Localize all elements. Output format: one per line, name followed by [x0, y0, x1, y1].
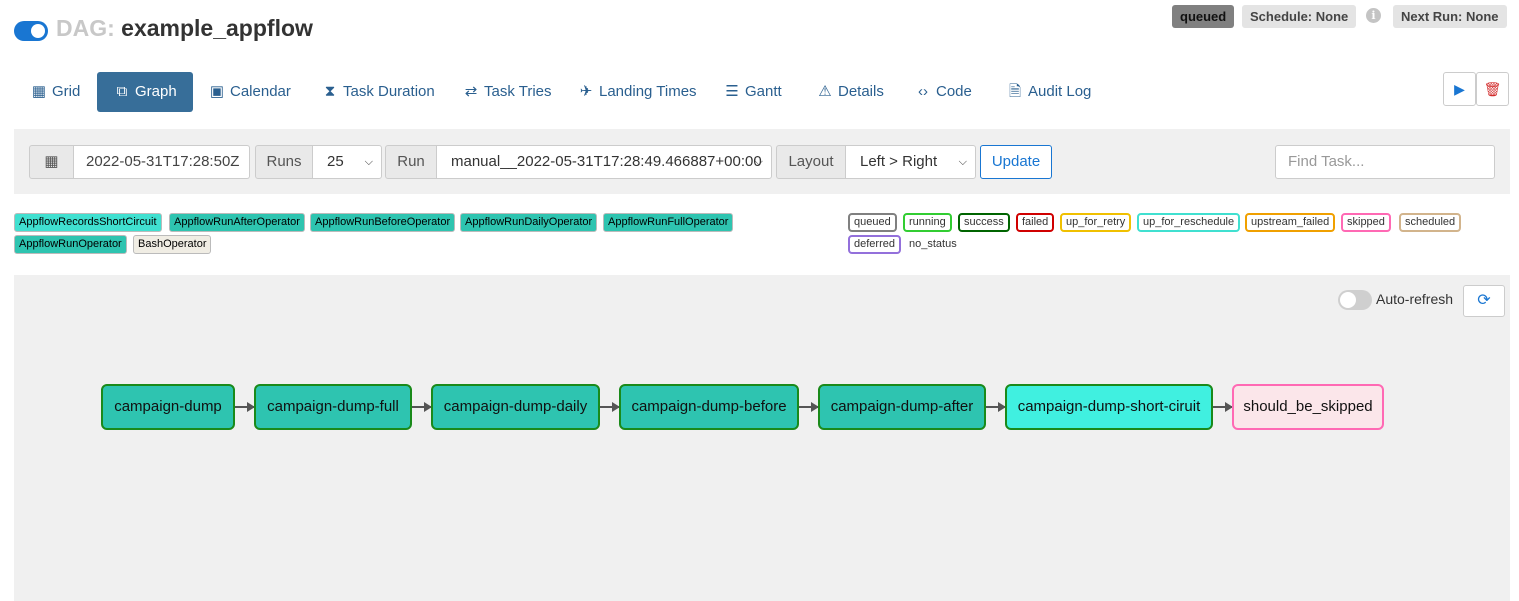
task-node-campaign-dump-after[interactable]: campaign-dump-after — [818, 384, 986, 430]
calendar-icon: ▦ — [44, 153, 59, 170]
operator-legend-item[interactable]: AppflowRecordsShortCircuit — [14, 213, 162, 232]
operator-legend-item[interactable]: AppflowRunOperator — [14, 235, 127, 254]
state-legend-item[interactable]: up_for_retry — [1060, 213, 1132, 232]
execution-date-input[interactable]: 2022-05-31T17:28:50Z — [74, 145, 250, 179]
auto-refresh-label: Auto-refresh — [1376, 291, 1454, 307]
trigger-dag-button[interactable]: ▶ — [1443, 72, 1476, 106]
page-title: DAG: example_appflow — [56, 15, 313, 42]
dag-prefix: DAG: — [56, 15, 115, 41]
layout-label: Layout — [776, 145, 846, 179]
task-node-should-be-skipped[interactable]: should_be_skipped — [1232, 384, 1384, 430]
auto-refresh-toggle[interactable] — [1338, 290, 1372, 310]
tab-task-duration[interactable]: ⧗Task Duration — [309, 72, 435, 112]
graph-icon: ⧉ — [116, 83, 128, 100]
task-node-campaign-dump-short-ciruit[interactable]: campaign-dump-short-ciruit — [1005, 384, 1213, 430]
state-legend-item[interactable]: failed — [1016, 213, 1055, 232]
dependency-edge — [1213, 402, 1233, 412]
operator-legend-item[interactable]: AppflowRunBeforeOperator — [310, 213, 456, 232]
task-node-campaign-dump-daily[interactable]: campaign-dump-daily — [431, 384, 600, 430]
operator-legend-item[interactable]: BashOperator — [133, 235, 212, 254]
next-run-badge: Next Run: None — [1393, 5, 1507, 28]
dependency-edge — [600, 402, 620, 412]
state-legend-item[interactable]: upstream_failed — [1245, 213, 1336, 232]
toggle-knob — [1340, 292, 1356, 308]
dag-pause-toggle[interactable] — [14, 21, 48, 41]
task-node-campaign-dump[interactable]: campaign-dump — [101, 384, 235, 430]
dependency-edge — [799, 402, 819, 412]
calendar-icon: ▣ — [209, 83, 225, 100]
dag-id: example_appflow — [121, 15, 313, 41]
repeat-icon: ⇄ — [464, 83, 478, 100]
gantt-icon: ☰ — [725, 83, 739, 100]
runs-label: Runs — [255, 145, 313, 179]
dag-graph-canvas[interactable]: Auto-refresh ⟳ campaign-dump campaign-du… — [14, 275, 1510, 601]
chevron-down-icon: ⌵ — [364, 156, 373, 168]
state-legend-item[interactable]: queued — [848, 213, 897, 232]
layout-select[interactable]: Left > Right⌵ — [845, 145, 976, 179]
tab-task-tries[interactable]: ⇄Task Tries — [450, 72, 552, 112]
tab-graph[interactable]: ⧉Graph — [97, 72, 193, 112]
state-legend-item[interactable]: no_status — [909, 238, 957, 250]
state-legend-item[interactable]: deferred — [848, 235, 901, 254]
task-node-campaign-dump-before[interactable]: campaign-dump-before — [619, 384, 799, 430]
date-picker-button[interactable]: ▦ — [29, 145, 74, 179]
tab-details[interactable]: ⚠Details — [804, 72, 884, 112]
tab-audit-log[interactable]: 🗎Audit Log — [994, 72, 1091, 112]
schedule-badge: Schedule: None — [1242, 5, 1357, 28]
info-icon[interactable]: i — [1366, 8, 1381, 23]
operator-legend-item[interactable]: AppflowRunDailyOperator — [460, 213, 598, 232]
grid-icon: ▦ — [31, 83, 47, 100]
warning-triangle-icon: ⚠ — [818, 83, 832, 100]
update-button[interactable]: Update — [980, 145, 1052, 179]
operator-legend-item[interactable]: AppflowRunAfterOperator — [169, 213, 305, 232]
refresh-icon: ⟳ — [1477, 292, 1491, 309]
chevron-down-icon: ⌵ — [958, 156, 967, 168]
toggle-knob — [31, 24, 45, 38]
dependency-edge — [412, 402, 432, 412]
play-icon: ▶ — [1454, 81, 1465, 97]
tab-calendar[interactable]: ▣Calendar — [196, 72, 291, 112]
dependency-edge — [235, 402, 255, 412]
refresh-button[interactable]: ⟳ — [1463, 285, 1505, 317]
state-legend-item[interactable]: success — [958, 213, 1010, 232]
state-legend-item[interactable]: up_for_reschedule — [1137, 213, 1241, 232]
tab-gantt[interactable]: ☰Gantt — [711, 72, 781, 112]
state-legend-item[interactable]: running — [903, 213, 952, 232]
operator-legend-item[interactable]: AppflowRunFullOperator — [603, 213, 734, 232]
state-legend-item[interactable]: skipped — [1341, 213, 1391, 232]
tab-code[interactable]: ‹›Code — [902, 72, 972, 112]
tab-grid[interactable]: ▦Grid — [18, 72, 80, 112]
chevron-down-icon: ⌵ — [754, 156, 763, 168]
file-search-icon: 🗎 — [1008, 83, 1022, 100]
graph-filter-bar: ▦ 2022-05-31T17:28:50Z Runs 25⌵ Run manu… — [14, 129, 1510, 194]
run-select[interactable]: manual__2022-05-31T17:28:49.466887+00:00… — [436, 145, 772, 179]
find-task-input[interactable]: Find Task... — [1275, 145, 1495, 179]
runs-select[interactable]: 25⌵ — [312, 145, 382, 179]
dependency-edge — [986, 402, 1006, 412]
hourglass-icon: ⧗ — [324, 83, 336, 100]
trash-icon: 🗑 — [1483, 81, 1502, 97]
run-label: Run — [385, 145, 437, 179]
state-legend-item[interactable]: scheduled — [1399, 213, 1462, 232]
dag-state-badge: queued — [1172, 5, 1235, 28]
plane-landing-icon: ✈ — [579, 83, 593, 100]
tab-landing-times[interactable]: ✈Landing Times — [565, 72, 697, 112]
delete-dag-button[interactable]: 🗑 — [1476, 72, 1509, 106]
code-icon: ‹› — [918, 83, 928, 100]
task-node-campaign-dump-full[interactable]: campaign-dump-full — [254, 384, 412, 430]
